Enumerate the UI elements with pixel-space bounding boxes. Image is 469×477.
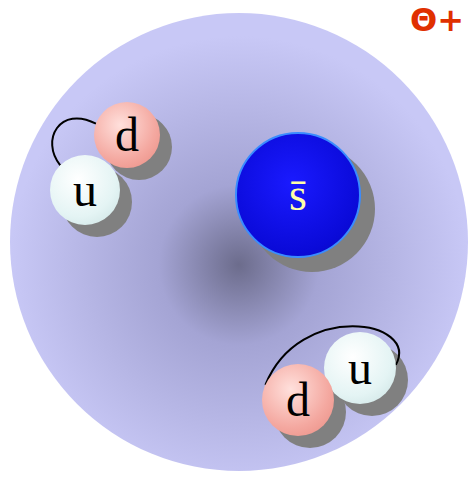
quark-ball: d: [94, 102, 160, 168]
quark-ball: d: [262, 364, 334, 436]
particle-label: Θ+: [410, 4, 464, 36]
quark-ball: u: [324, 332, 396, 404]
quark-letter: s̄: [289, 172, 307, 218]
quark-letter: u: [348, 344, 372, 392]
antiquark-ball: s̄: [235, 132, 361, 258]
quark-letter: u: [73, 166, 97, 214]
hadron-sphere: Θ+dus̄ud: [10, 13, 468, 471]
quark-letter: d: [115, 111, 139, 159]
quark-letter: d: [286, 376, 310, 424]
quark-ball: u: [50, 155, 120, 225]
hadron-sphere: [10, 13, 468, 471]
